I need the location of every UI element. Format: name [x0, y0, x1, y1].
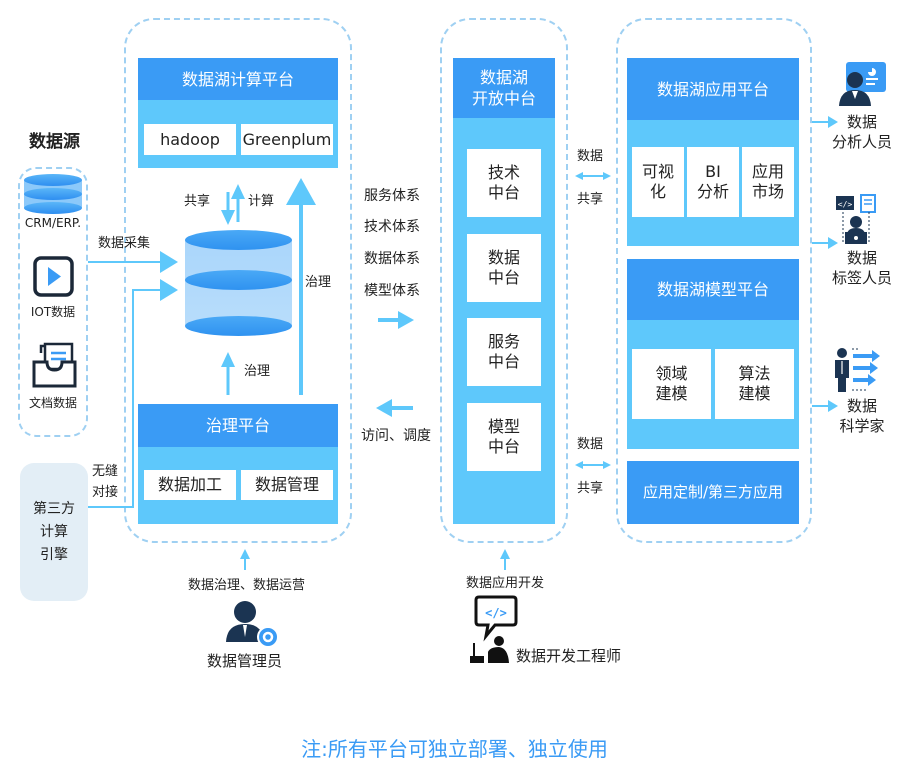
access-left-arrow — [376, 399, 413, 417]
document-tray-icon — [32, 342, 77, 388]
data-share-top-arrow — [575, 172, 611, 180]
compute-item-hadoop: hadoop — [144, 124, 236, 155]
governance-item-processing: 数据加工 — [144, 470, 236, 500]
developer-up-arrow — [500, 549, 510, 570]
app-item-visualization: 可视 化 — [632, 147, 684, 217]
open-platform-title-line2: 开放中台 — [471, 89, 536, 108]
app-item-bi: BI 分析 — [687, 147, 739, 217]
seamless-connect-line1: 无缝 — [92, 464, 119, 479]
data-source-item-crm: CRM/ERP. — [24, 216, 82, 230]
third-party-line2: 计算 — [40, 523, 68, 540]
developer-action-label: 数据应用开发 — [466, 576, 545, 591]
data-scientist-icon — [835, 348, 880, 392]
application-container — [616, 18, 812, 543]
compute-governance-container — [124, 18, 352, 543]
compute-up-arrow — [231, 184, 245, 222]
compute-label: 计算 — [248, 194, 275, 209]
govern-label-right: 治理 — [305, 275, 332, 290]
user-analyst-label: 数据 分析人员 — [831, 113, 892, 151]
data-collect-label: 数据采集 — [98, 236, 151, 251]
data-source-item-iot: IOT数据 — [30, 305, 76, 319]
user-tagger-label: 数据 标签人员 — [831, 249, 892, 287]
model-item-algorithm: 算法 建模 — [715, 349, 794, 419]
data-tagger-icon: </> — [836, 194, 876, 244]
system-item-data: 数据体系 — [364, 251, 420, 267]
open-item-tech: 技术 中台 — [467, 149, 541, 217]
data-lake-cylinder-icon — [185, 230, 292, 336]
open-platform-title-line1: 数据湖 — [479, 68, 528, 87]
open-item-data: 数据 中台 — [467, 234, 541, 302]
model-platform-title: 数据湖模型平台 — [627, 259, 799, 320]
open-item-model: 模型 中台 — [467, 403, 541, 471]
developer-icon: </> — [470, 595, 518, 663]
open-platform-container — [440, 18, 568, 543]
third-party-line3: 引擎 — [40, 546, 68, 563]
systems-right-arrow — [378, 311, 414, 329]
open-item-service: 服务 中台 — [467, 318, 541, 386]
svg-text:</>: </> — [838, 200, 853, 209]
third-party-engine: 第三方 计算 引擎 — [20, 463, 88, 601]
governance-item-management: 数据管理 — [241, 470, 333, 500]
tagger-arrow — [812, 237, 838, 249]
system-item-service: 服务体系 — [364, 188, 420, 204]
data-source-title: 数据源 — [29, 132, 80, 152]
governance-to-compute-arrow — [286, 178, 316, 395]
data-share-bottom-arrow — [575, 461, 611, 469]
governance-to-lake-arrow — [221, 352, 235, 395]
custom-app-panel: 应用定制/第三方应用 — [627, 461, 799, 524]
data-share-top-label1: 数据 — [577, 149, 604, 164]
data-admin-icon — [226, 601, 279, 648]
admin-role-label: 数据管理员 — [207, 652, 283, 670]
database-icon — [24, 174, 82, 214]
third-party-connect-arrow — [88, 279, 178, 508]
share-down-arrow — [221, 192, 235, 225]
app-platform-title: 数据湖应用平台 — [627, 58, 799, 120]
seamless-connect-line2: 对接 — [92, 485, 119, 500]
system-item-tech: 技术体系 — [364, 219, 420, 235]
data-share-bottom-label1: 数据 — [577, 437, 604, 452]
govern-label-bottom: 治理 — [244, 364, 271, 379]
share-label: 共享 — [184, 194, 211, 209]
footer-note: 注:所有平台可独立部署、独立使用 — [301, 737, 608, 761]
data-analyst-icon — [839, 62, 886, 106]
data-source-item-doc: 文档数据 — [28, 396, 77, 410]
access-schedule-label: 访问、调度 — [361, 428, 431, 444]
data-source-group — [18, 167, 88, 437]
admin-action-label: 数据治理、数据运营 — [188, 578, 306, 593]
compute-item-greenplum: Greenplum — [241, 124, 333, 155]
admin-up-arrow — [240, 549, 250, 570]
scientist-arrow — [812, 400, 838, 412]
compute-platform-title: 数据湖计算平台 — [138, 58, 338, 100]
data-collect-arrow — [88, 251, 178, 273]
developer-role-label: 数据开发工程师 — [516, 647, 622, 665]
analyst-arrow — [812, 116, 838, 128]
system-item-model: 模型体系 — [364, 283, 420, 299]
model-item-domain: 领域 建模 — [632, 349, 711, 419]
app-item-market: 应用 市场 — [742, 147, 794, 217]
third-party-line1: 第三方 — [33, 500, 75, 517]
open-platform-title: 数据湖 开放中台 — [453, 58, 555, 118]
data-share-bottom-label2: 共享 — [577, 481, 604, 496]
play-device-icon — [33, 256, 74, 297]
governance-platform-title: 治理平台 — [138, 404, 338, 447]
data-share-top-label2: 共享 — [577, 192, 604, 207]
user-scientist-label: 数据 科学家 — [839, 397, 885, 435]
svg-text:</>: </> — [485, 606, 507, 620]
